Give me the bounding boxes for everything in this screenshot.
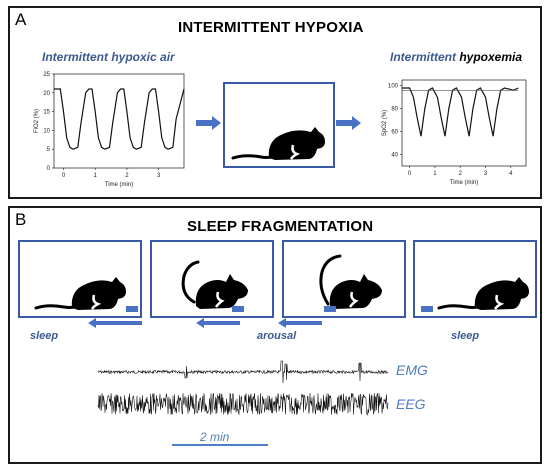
panel-sleep-fragmentation: B SLEEP FRAGMENTATION [8,206,542,464]
y-tick-label: 15 [43,110,50,116]
x-tick-label: 2 [125,173,129,179]
aroused-mouse-icon [181,260,248,309]
panel-letter-a: A [15,10,27,29]
y-axis-label: FiO2 (%) [34,109,40,133]
hypoxia-cage [223,82,335,168]
signal-waveform [97,392,389,416]
y-tick-label: 80 [391,107,398,113]
eeg-trace [97,392,389,416]
signal-waveform [97,360,389,384]
plot-frame [53,73,185,169]
x-tick-label: 0 [408,171,412,177]
x-tick-label: 3 [484,171,488,177]
floor-paddle [421,306,433,312]
right-heading-part2: hypoxemia [459,50,523,64]
x-tick-label: 1 [433,171,437,177]
arrow-right-icon [196,116,221,130]
x-axis-label: Time (min) [450,180,478,186]
panel-letter-b: B [15,210,27,229]
left-plot-heading: Intermittent hypoxic air [42,50,175,64]
state-label-sleep: sleep [30,330,59,342]
floor-paddle [126,306,138,312]
state-label-arousal: arousal [257,330,297,342]
aroused-mouse-icon [319,254,382,309]
floor-paddle [324,306,336,312]
cage-arousal-2 [282,240,406,318]
y-tick-label: 60 [391,130,398,136]
y-tick-label: 25 [43,72,50,78]
y-tick-label: 20 [43,91,50,97]
state-label-sleep: sleep [451,330,480,342]
sleeping-mouse-icon [437,277,529,310]
sweep-arrow-left-icon [88,318,142,328]
y-tick-label: 0 [47,166,51,172]
y-axis-label: SpO2 (%) [382,110,388,136]
series-line-0 [54,88,185,150]
series-line-0 [402,87,519,137]
emg-label: EMG [396,362,428,378]
sweep-arrow-left-icon [196,318,240,328]
sweep-arrow-left-icon [278,318,322,328]
panel-intermittent-hypoxia: A INTERMITTENT HYPOXIA Intermittent hypo… [8,6,542,199]
cage-arousal-1 [150,240,274,318]
scale-bar [172,444,268,446]
y-tick-label: 40 [391,153,398,159]
right-heading-part1: Intermittent [390,50,460,64]
cage-sleep-1 [18,240,142,318]
right-plot-heading: Intermittent hypoxemia [390,50,522,64]
x-tick-label: 0 [62,173,66,179]
x-tick-label: 1 [94,173,98,179]
panel-a-title: INTERMITTENT HYPOXIA [178,19,364,36]
panel-b-title: SLEEP FRAGMENTATION [187,218,374,235]
floor-paddle [232,306,244,312]
cage-sleep-2 [413,240,537,318]
x-tick-label: 4 [509,171,513,177]
mouse-icon [231,127,325,160]
x-tick-label: 3 [157,173,161,179]
y-tick-label: 10 [43,128,50,134]
emg-trace [97,360,389,384]
x-axis-label: Time (min) [105,182,133,188]
y-tick-label: 5 [47,147,51,153]
sleeping-mouse-icon [34,277,126,310]
arrow-right-icon [336,116,361,130]
y-tick-label: 100 [388,84,399,90]
plot-frame [401,79,527,167]
scale-bar-label: 2 min [200,430,230,444]
eeg-label: EEG [396,396,426,412]
x-tick-label: 2 [459,171,463,177]
